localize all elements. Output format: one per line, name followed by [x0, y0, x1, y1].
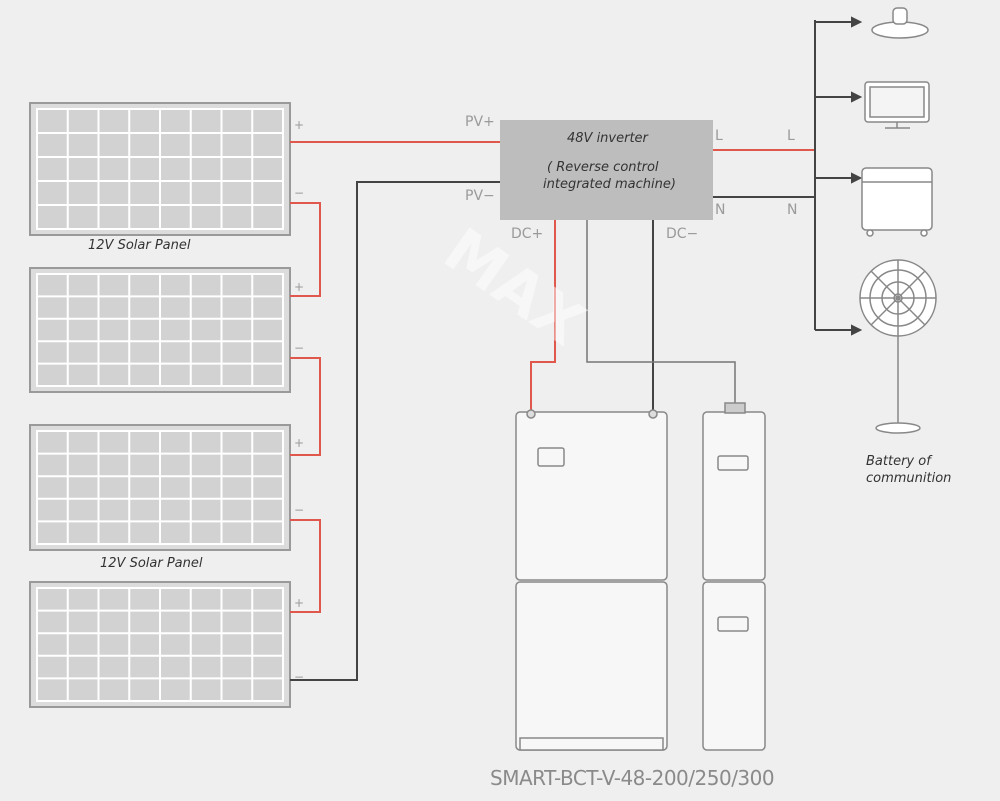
- n-out-label: N: [787, 202, 798, 218]
- solar-panel-2: [29, 267, 291, 393]
- panel-label-bottom: 12V Solar Panel: [100, 556, 203, 571]
- panel3-4-wire: [290, 519, 321, 613]
- panel2-3-wire: [290, 357, 321, 456]
- load-arrows: [815, 16, 863, 336]
- panel-4-plus-terminal: +: [294, 596, 305, 610]
- l-out-label: L: [787, 128, 795, 144]
- inverter-subtitle-2: integrated machine): [543, 177, 676, 192]
- panel-2-plus-terminal: +: [294, 280, 305, 294]
- panel-1-minus-terminal: −: [294, 186, 305, 200]
- inverter-subtitle-1: ( Reverse control: [547, 160, 659, 175]
- comm-wire: [586, 220, 736, 405]
- panel-label-top: 12V Solar Panel: [88, 238, 191, 253]
- panel-1-plus-terminal: +: [294, 118, 305, 132]
- lamp-icon: [871, 7, 929, 39]
- monitor-icon: [864, 81, 930, 129]
- panel-2-minus-terminal: −: [294, 341, 305, 355]
- solar-panel-1: [29, 102, 291, 236]
- panel-3-plus-terminal: +: [294, 436, 305, 450]
- pv-minus-label: PV−: [465, 188, 495, 204]
- panel-3-minus-terminal: −: [294, 503, 305, 517]
- pv-plus-label: PV+: [465, 114, 495, 130]
- solar-panel-4: [29, 581, 291, 708]
- loads-caption-2: communition: [866, 471, 952, 486]
- battery-model: SMART-BCT-V-48-200/250/300: [490, 766, 775, 790]
- panel1-2-wire: [290, 202, 321, 297]
- inverter-title: 48V inverter: [567, 131, 648, 146]
- battery-large: [515, 409, 668, 751]
- battery-small: [702, 402, 766, 751]
- loads-caption-1: Battery of: [866, 454, 931, 469]
- dc-plus-label: DC+: [511, 226, 544, 242]
- fan-icon: [859, 259, 937, 434]
- n-label: N: [715, 202, 726, 218]
- panel-4-minus-terminal: −: [294, 670, 305, 684]
- l-label: L: [715, 128, 723, 144]
- fridge-icon: [861, 167, 933, 237]
- dc-minus-label: DC−: [666, 226, 699, 242]
- dc-plus-wire: [530, 220, 556, 412]
- inverter-box: [500, 120, 713, 220]
- solar-panels: [29, 102, 291, 708]
- solar-panel-3: [29, 424, 291, 551]
- pv-minus-wire: [290, 181, 500, 681]
